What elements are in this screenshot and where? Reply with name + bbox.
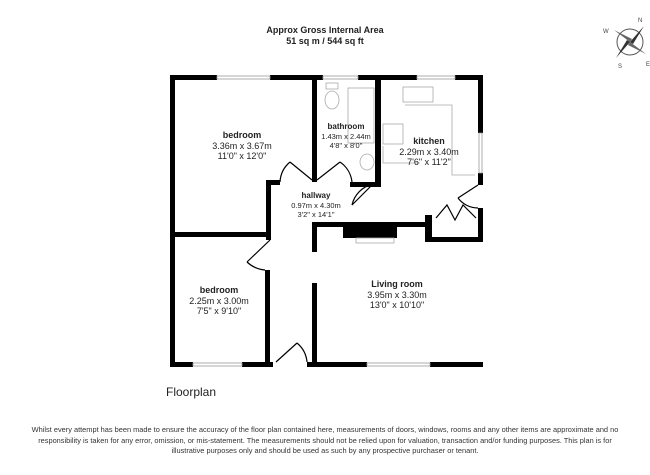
compass-s: S [618,64,622,70]
room-name-bedroom-2: bedroom [200,285,239,295]
compass-e: E [646,62,650,68]
walls [170,75,483,367]
room-imperial-bathroom: 4'8" x 8'0" [330,141,363,150]
room-name-bathroom: bathroom [328,122,365,131]
area-title: Approx Gross Internal Area [266,25,384,35]
room-imperial-hallway: 3'2" x 14'1" [298,210,335,219]
windows [192,75,483,367]
room-metric-bedroom-2: 2.25m x 3.00m [189,296,249,306]
room-name-hallway: hallway [302,191,331,200]
compass-n: N [638,18,642,24]
floorplan-title: Floorplan [166,385,217,399]
room-metric-bathroom: 1.43m x 2.44m [321,132,371,141]
doors [246,161,479,363]
compass-rose-icon: N E S W [603,18,650,70]
room-metric-hallway: 0.97m x 4.30m [291,201,341,210]
room-metric-living-room: 3.95m x 3.30m [367,290,427,300]
fixtures [324,82,475,244]
compass-w: W [603,29,609,35]
room-imperial-bedroom-2: 7'5" x 9'10" [197,306,241,316]
room-metric-bedroom-1: 3.36m x 3.67m [212,141,272,151]
room-name-living-room: Living room [371,279,423,289]
room-name-bedroom-1: bedroom [223,130,262,140]
room-imperial-bedroom-1: 11'0" x 12'0" [218,151,267,161]
room-imperial-living-room: 13'0" x 10'10" [370,300,424,310]
disclaimer: Whilst every attempt has been made to en… [31,425,619,455]
room-metric-kitchen: 2.29m x 3.40m [399,147,459,157]
room-imperial-kitchen: 7'6" x 11'2" [407,157,451,167]
area-value: 51 sq m / 544 sq ft [286,36,364,46]
room-name-kitchen: kitchen [413,136,445,146]
